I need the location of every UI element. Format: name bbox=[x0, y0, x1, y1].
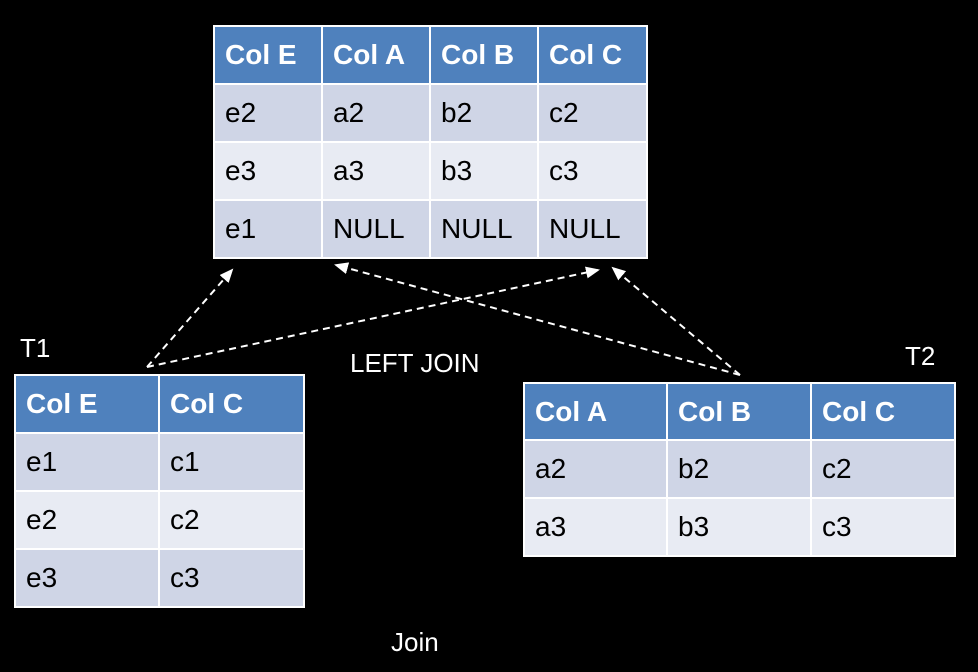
table-cell: c3 bbox=[810, 497, 956, 557]
arrow-t1-to-col-e bbox=[146, 268, 234, 368]
t1-header-col-c: Col C bbox=[158, 374, 305, 434]
table-cell: e3 bbox=[213, 141, 323, 201]
result-header-col-a: Col A bbox=[321, 25, 431, 85]
table-row: a2 b2 c2 bbox=[523, 439, 956, 499]
table-cell: e1 bbox=[14, 432, 160, 492]
table-row: a3 b3 c3 bbox=[523, 497, 956, 557]
table-cell: NULL bbox=[537, 199, 648, 259]
table-cell: e3 bbox=[14, 548, 160, 608]
table-cell: e2 bbox=[14, 490, 160, 550]
t2-table: Col A Col B Col C a2 b2 c2 a3 b3 c3 bbox=[523, 382, 956, 557]
table-cell: c2 bbox=[810, 439, 956, 499]
t2-label: T2 bbox=[905, 341, 936, 371]
result-header-col-b: Col B bbox=[429, 25, 539, 85]
t2-header-col-c: Col C bbox=[810, 382, 956, 441]
table-row: e3 c3 bbox=[14, 548, 305, 608]
table-row: e2 a2 b2 c2 bbox=[213, 83, 648, 143]
result-header-row: Col E Col A Col B Col C bbox=[213, 25, 648, 85]
table-row: e2 c2 bbox=[14, 490, 305, 550]
join-type-label: LEFT JOIN bbox=[350, 348, 480, 378]
table-row: e1 NULL NULL NULL bbox=[213, 199, 648, 259]
table-cell: b2 bbox=[666, 439, 812, 499]
arrow-t2-to-col-c bbox=[611, 266, 741, 376]
table-cell: b3 bbox=[429, 141, 539, 201]
table-cell: c3 bbox=[537, 141, 648, 201]
t2-header-col-a: Col A bbox=[523, 382, 668, 441]
table-cell: e1 bbox=[213, 199, 323, 259]
t1-header-row: Col E Col C bbox=[14, 374, 305, 434]
table-cell: a3 bbox=[321, 141, 431, 201]
result-table: Col E Col A Col B Col C e2 a2 b2 c2 e3 a… bbox=[213, 25, 648, 259]
t1-label: T1 bbox=[20, 333, 51, 363]
t2-header-col-b: Col B bbox=[666, 382, 812, 441]
result-header-col-c: Col C bbox=[537, 25, 648, 85]
table-cell: b3 bbox=[666, 497, 812, 557]
result-header-col-e: Col E bbox=[213, 25, 323, 85]
table-cell: c2 bbox=[158, 490, 305, 550]
table-cell: c1 bbox=[158, 432, 305, 492]
arrow-t2-to-col-a bbox=[334, 262, 741, 376]
table-row: e3 a3 b3 c3 bbox=[213, 141, 648, 201]
join-caption: Join bbox=[391, 627, 439, 657]
table-cell: a2 bbox=[321, 83, 431, 143]
t2-header-row: Col A Col B Col C bbox=[523, 382, 956, 441]
table-cell: NULL bbox=[429, 199, 539, 259]
table-cell: c3 bbox=[158, 548, 305, 608]
table-cell: c2 bbox=[537, 83, 648, 143]
table-cell: NULL bbox=[321, 199, 431, 259]
table-cell: a2 bbox=[523, 439, 668, 499]
table-cell: e2 bbox=[213, 83, 323, 143]
t1-header-col-e: Col E bbox=[14, 374, 160, 434]
table-row: e1 c1 bbox=[14, 432, 305, 492]
table-cell: a3 bbox=[523, 497, 668, 557]
table-cell: b2 bbox=[429, 83, 539, 143]
arrow-t1-to-col-c bbox=[146, 266, 600, 368]
t1-table: Col E Col C e1 c1 e2 c2 e3 c3 bbox=[14, 374, 305, 608]
